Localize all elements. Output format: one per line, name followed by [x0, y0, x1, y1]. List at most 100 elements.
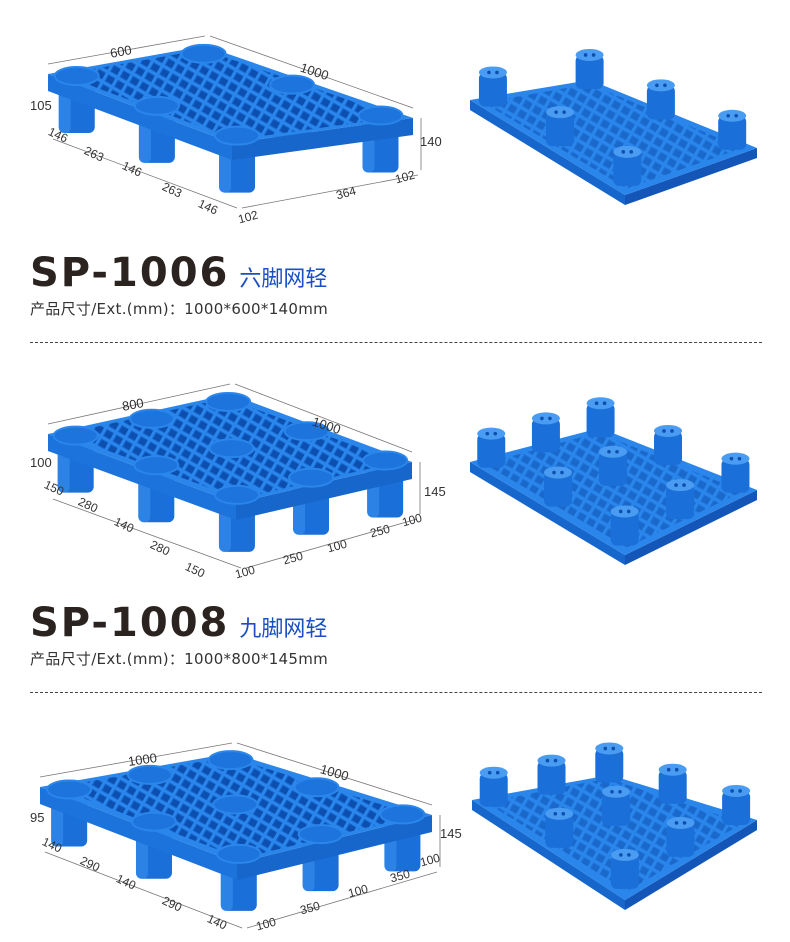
pallet-edge — [237, 815, 432, 880]
leg-pad — [362, 450, 409, 471]
leg-pad — [52, 425, 99, 446]
pallet-bottom-edge — [470, 100, 625, 205]
pallet-edge — [236, 462, 412, 520]
bottom-leg — [654, 430, 683, 465]
bottom-leg-top — [602, 785, 630, 798]
product-size: 产品尺寸/Ext.(mm)：1000*800*145mm — [30, 650, 329, 668]
product-subtitle: 六脚网轻 — [239, 267, 328, 292]
dimension-label: 105 — [30, 98, 52, 113]
bottom-leg-top — [613, 145, 642, 158]
pallet-edge — [48, 74, 232, 160]
leg-pad — [288, 467, 335, 488]
leg-pad — [208, 438, 255, 459]
dimension-label: 100 — [30, 455, 52, 470]
dimension-line — [246, 871, 438, 929]
bottom-leg — [595, 748, 624, 783]
bottom-leg — [666, 485, 695, 520]
dimension-label: 145 — [424, 484, 446, 499]
bottom-leg — [543, 472, 572, 507]
bottom-leg — [478, 72, 507, 107]
bottom-leg — [718, 115, 747, 150]
pallet-edge — [48, 434, 236, 520]
bottom-leg-top — [537, 754, 566, 767]
leg-pad — [269, 74, 316, 95]
pallet-grid — [61, 49, 398, 140]
pallet-bottom-edge — [472, 800, 625, 910]
bottom-leg-top — [658, 763, 687, 776]
leg-pad — [53, 66, 100, 87]
pallet-edge — [232, 118, 413, 160]
bottom-leg — [658, 769, 687, 804]
bottom-leg — [477, 433, 506, 468]
leg-pad — [212, 794, 259, 815]
leg-pad — [213, 484, 260, 505]
dimension-line — [44, 851, 243, 929]
leg-pad — [357, 105, 404, 126]
bottom-leg-top — [595, 742, 624, 755]
product-code: SP-1006 — [30, 250, 230, 296]
dimension-line — [234, 383, 413, 453]
bottom-leg — [599, 451, 627, 486]
product-sp-1008: SP-1008 九脚网轻 产品尺寸/Ext.(mm)：1000*800*145m… — [30, 383, 762, 693]
leg-pad — [133, 455, 180, 476]
bottom-leg — [722, 790, 751, 825]
pallet-bottom-edge — [470, 462, 625, 565]
bottom-leg-top — [610, 848, 639, 861]
bottom-leg-top — [479, 766, 508, 779]
bottom-leg — [545, 813, 574, 848]
product-size: 产品尺寸/Ext.(mm)：1000*600*140mm — [30, 300, 329, 318]
bottom-leg-top — [478, 66, 507, 79]
bottom-leg — [531, 418, 560, 453]
product-sp-1006: SP-1006 六脚网轻 产品尺寸/Ext.(mm)：1000*600*140m… — [0, 0, 790, 350]
leg-pad — [130, 811, 177, 832]
bottom-leg-top — [722, 784, 751, 797]
product-title: SP-1006 六脚网轻 — [30, 250, 327, 296]
bottom-leg-top — [610, 505, 639, 518]
bottom-leg-top — [646, 79, 675, 92]
bottom-leg — [610, 511, 639, 546]
bottom-leg-top — [545, 807, 574, 820]
leg-pad — [214, 125, 261, 146]
dimension-label: 145 — [440, 826, 462, 841]
bottom-leg-top — [666, 479, 695, 492]
bottom-leg — [646, 85, 675, 120]
bottom-leg — [613, 151, 642, 186]
bottom-leg — [479, 772, 508, 807]
bottom-leg-top — [721, 452, 750, 465]
dimension-line — [52, 498, 242, 569]
dimension-line — [52, 138, 238, 209]
pallet-top-view-image — [47, 35, 757, 209]
bottom-leg — [586, 403, 615, 438]
pallet-bottom-edge — [625, 820, 757, 910]
dimension-line — [47, 35, 206, 65]
bottom-leg-top — [546, 106, 575, 119]
bottom-leg — [575, 54, 604, 89]
bottom-leg — [602, 791, 630, 826]
dimension-label: 95 — [30, 810, 45, 825]
leg-pad — [128, 408, 175, 429]
divider — [30, 692, 762, 693]
dimension-line — [39, 742, 233, 778]
pallet-bottom-edge — [625, 148, 757, 205]
product-code: SP-1008 — [30, 600, 230, 646]
leg-pad — [283, 421, 330, 442]
leg-pad — [207, 750, 254, 771]
leg-pad — [205, 391, 252, 412]
dimension-line — [47, 383, 231, 425]
bottom-leg — [666, 822, 695, 857]
bottom-leg-top — [575, 48, 604, 61]
product-subtitle: 九脚网轻 — [239, 617, 328, 642]
bottom-leg — [537, 760, 566, 795]
leg-pad — [180, 43, 227, 64]
bottom-leg-top — [543, 466, 572, 479]
leg-pad — [215, 843, 262, 864]
product-title: SP-1008 九脚网轻 — [30, 600, 327, 646]
bottom-leg-top — [477, 427, 506, 440]
leg-pad — [297, 824, 344, 845]
leg-pad — [133, 95, 180, 116]
leg-pad — [46, 779, 93, 800]
bottom-leg — [610, 854, 639, 889]
bottom-leg-top — [586, 397, 615, 410]
